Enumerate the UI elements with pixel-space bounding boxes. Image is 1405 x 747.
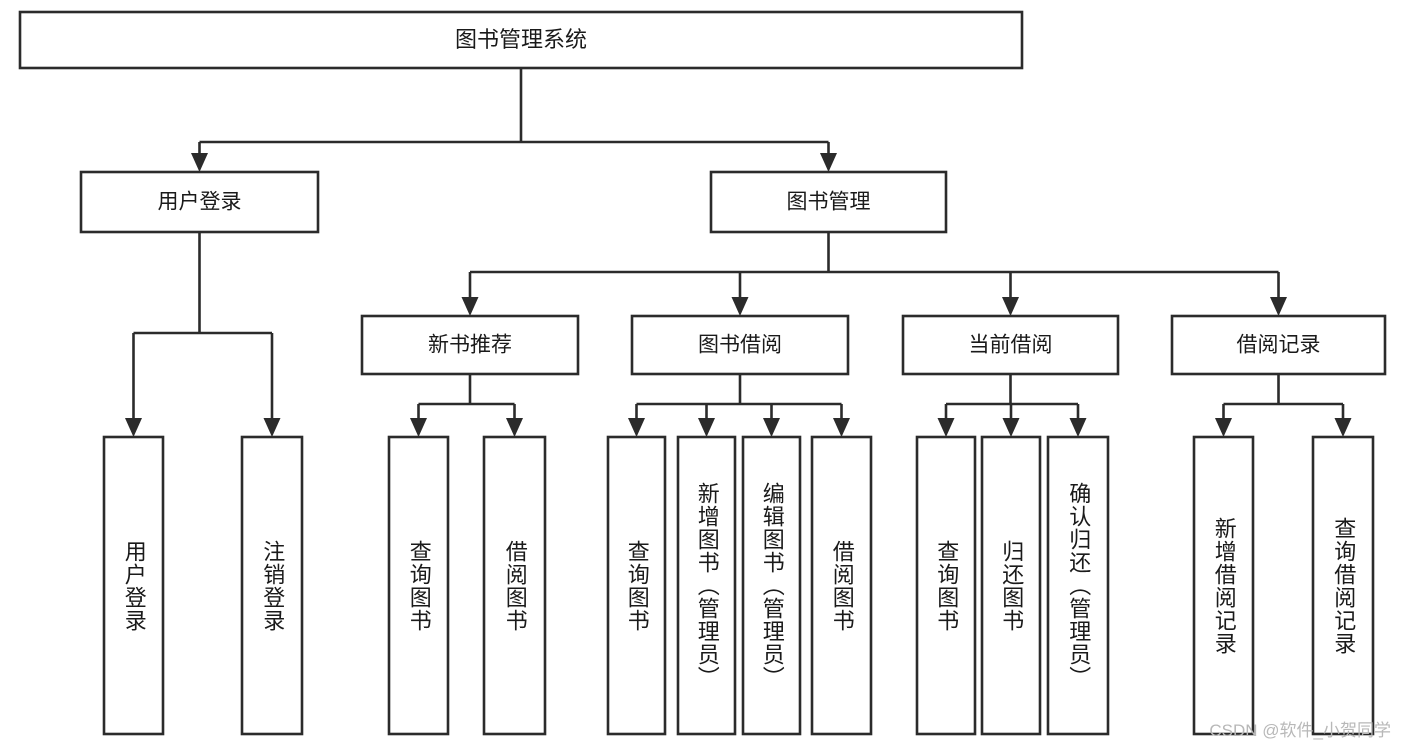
- node-box: [709, 170, 948, 234]
- leaf-node-leaf-query-book-rec[interactable]: [387, 435, 450, 736]
- node-box: [630, 314, 850, 376]
- leaf-node-leaf-user-login[interactable]: [102, 435, 165, 736]
- leaf-node-leaf-return-book[interactable]: [980, 435, 1042, 736]
- arrow-down-icon-leaf-query-book-borrow: [628, 418, 645, 437]
- arrow-down-icon-leaf-add-book: [698, 418, 715, 437]
- node-box: [1170, 314, 1387, 376]
- arrow-down-icon-leaf-query-book-rec: [410, 418, 427, 437]
- leaf-node-box: [810, 435, 873, 736]
- arrow-down-icon-leaf-borrow-book: [833, 418, 850, 437]
- leaf-node-box: [387, 435, 450, 736]
- leaf-node-leaf-query-book-current[interactable]: [915, 435, 977, 736]
- node-root[interactable]: 图书管理系统: [18, 10, 1024, 70]
- node-book-manage[interactable]: 图书管理: [709, 170, 948, 234]
- watermark-text: CSDN @软件_小贺同学: [1209, 721, 1391, 740]
- node-label: 图书管理系统: [455, 27, 587, 52]
- node-label: 图书借阅: [698, 334, 782, 357]
- leaf-node-box: [240, 435, 304, 736]
- leaf-node-box: [606, 435, 667, 736]
- node-label: 新书推荐: [428, 334, 512, 357]
- leaf-node-box: [980, 435, 1042, 736]
- arrow-down-icon-book-borrow: [731, 297, 749, 316]
- arrow-down-icon-leaf-borrow-book-rec: [506, 418, 523, 437]
- arrow-down-icon-user-login: [191, 153, 208, 172]
- leaf-node-leaf-add-borrow-record[interactable]: [1192, 435, 1255, 736]
- arrow-down-icon-leaf-user-login: [125, 418, 142, 437]
- arrow-down-icon-leaf-query-book-current: [937, 418, 955, 437]
- leaf-node-leaf-borrow-book-rec[interactable]: [482, 435, 547, 736]
- node-box: [18, 10, 1024, 70]
- leaf-node-box: [1192, 435, 1255, 736]
- arrow-down-icon-new-book-recommend: [461, 297, 479, 316]
- leaf-node-box: [915, 435, 977, 736]
- node-label: 借阅记录: [1237, 334, 1321, 357]
- node-box: [79, 170, 320, 234]
- node-user-login[interactable]: 用户登录: [79, 170, 320, 234]
- arrow-down-icon-leaf-user-logout: [263, 418, 281, 437]
- arrow-down-icon-borrow-record: [1270, 297, 1287, 316]
- leaf-node-box: [1046, 435, 1110, 736]
- node-box: [901, 314, 1120, 376]
- leaf-node-leaf-query-borrow-record[interactable]: [1311, 435, 1375, 736]
- arrow-down-icon-leaf-confirm-return: [1069, 418, 1087, 437]
- arrow-down-icon-leaf-return-book: [1002, 418, 1020, 437]
- leaf-node-box: [676, 435, 737, 736]
- arrow-down-icon-book-manage: [820, 153, 837, 172]
- arrow-down-icon-current-borrow: [1002, 297, 1019, 316]
- connector-layer: [125, 68, 1352, 437]
- node-current-borrow[interactable]: 当前借阅: [901, 314, 1120, 376]
- leaf-node-leaf-user-logout[interactable]: [240, 435, 304, 736]
- leaf-node-leaf-add-book[interactable]: [676, 435, 737, 736]
- leaf-node-leaf-confirm-return[interactable]: [1046, 435, 1110, 736]
- node-label: 图书管理: [787, 191, 871, 214]
- arrow-down-icon-leaf-add-borrow-record: [1215, 418, 1232, 437]
- node-label: 用户登录: [158, 191, 242, 214]
- node-box: [360, 314, 580, 376]
- leaf-node-leaf-query-book-borrow[interactable]: [606, 435, 667, 736]
- node-new-book-recommend[interactable]: 新书推荐: [360, 314, 580, 376]
- leaf-node-leaf-borrow-book[interactable]: [810, 435, 873, 736]
- leaf-node-box: [482, 435, 547, 736]
- arrow-down-icon-leaf-edit-book: [763, 418, 780, 437]
- node-book-borrow[interactable]: 图书借阅: [630, 314, 850, 376]
- node-label: 当前借阅: [969, 334, 1053, 357]
- node-borrow-record[interactable]: 借阅记录: [1170, 314, 1387, 376]
- leaf-node-box: [102, 435, 165, 736]
- leaf-node-box: [1311, 435, 1375, 736]
- leaf-node-leaf-edit-book[interactable]: [741, 435, 802, 736]
- leaf-node-box: [741, 435, 802, 736]
- arrow-down-icon-leaf-query-borrow-record: [1334, 418, 1352, 437]
